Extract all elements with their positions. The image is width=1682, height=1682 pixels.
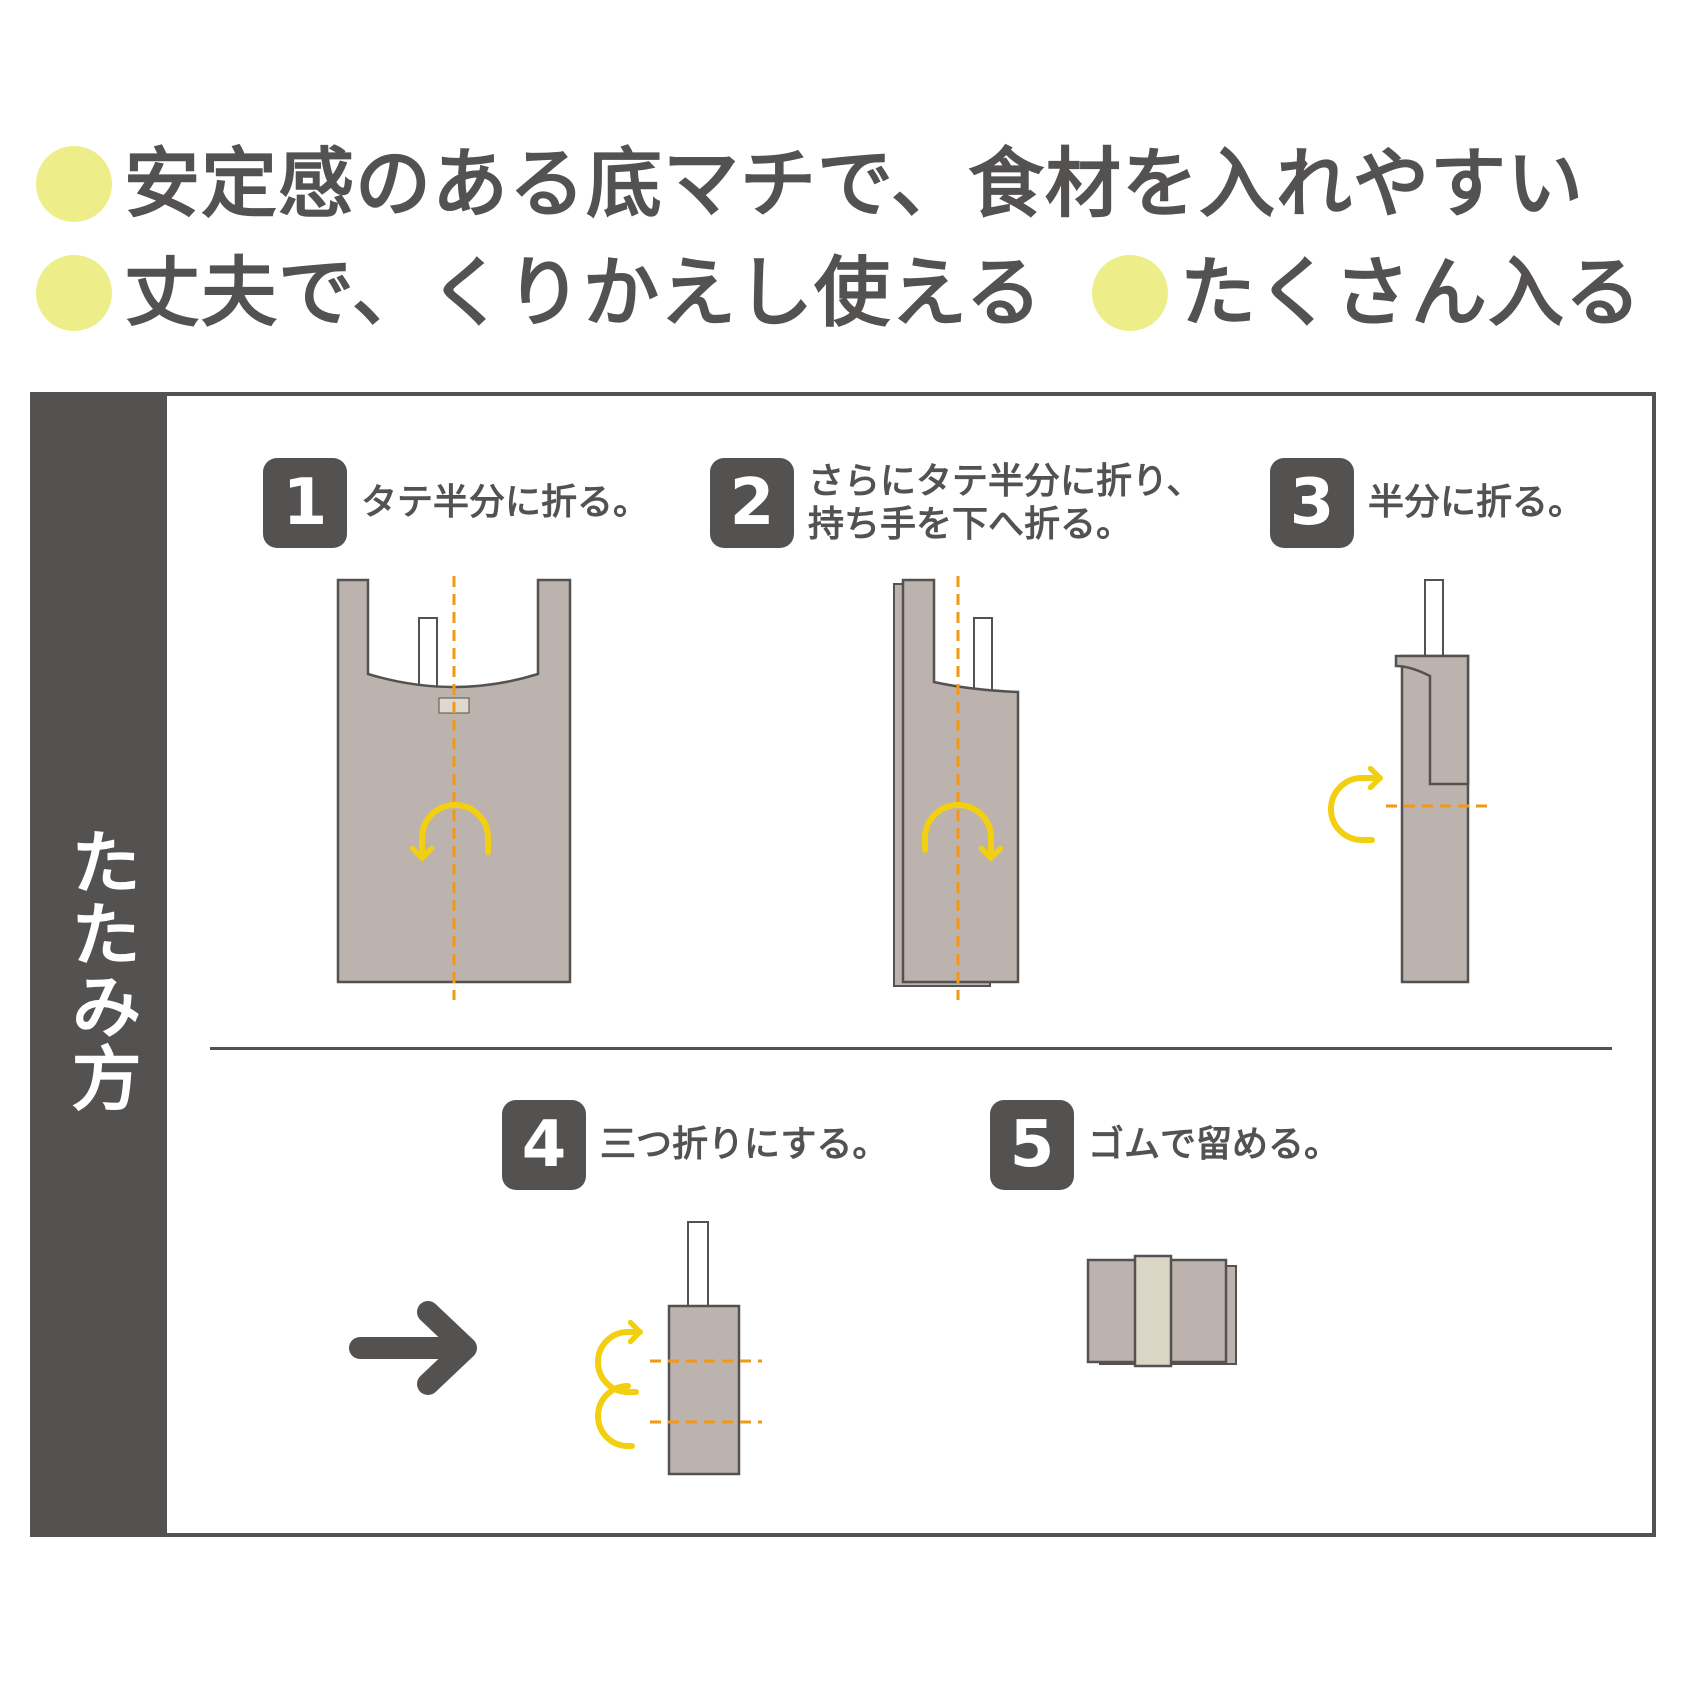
- section-divider: [210, 1047, 1612, 1050]
- step-label-line-1: さらにタテ半分に折り、: [808, 460, 1203, 502]
- bag-illustration-step4: [595, 1221, 762, 1476]
- step-1: 1 タテ半分に折る。: [263, 458, 649, 548]
- bullet-dot: [36, 146, 112, 222]
- step-number: 5: [990, 1100, 1074, 1190]
- fold-arrow-icon: [422, 802, 491, 861]
- elastic-band: [1133, 1254, 1173, 1368]
- step-3: 3 半分に折る。: [1270, 458, 1584, 548]
- bag-handle: [1424, 579, 1444, 661]
- bag-handle-tag: [418, 617, 438, 691]
- step-number: 4: [502, 1100, 586, 1190]
- bag-folded-flap: [1394, 654, 1470, 786]
- bag-handle-tag: [973, 617, 993, 691]
- fold-arrow-icon: [595, 1383, 635, 1449]
- step-label: タテ半分に折る。: [361, 482, 650, 524]
- folding-panel: たたみ方: [30, 392, 1656, 1537]
- bag-illustration-step2: [893, 576, 1020, 1000]
- step-4: 4 三つ折りにする。: [502, 1100, 888, 1190]
- bullet-dot: [36, 255, 112, 331]
- bag-illustration-step5: [1086, 1254, 1237, 1368]
- step-number: 2: [710, 458, 794, 548]
- step-label-line-2: 持ち手を下へ折る。: [808, 504, 1133, 545]
- fold-arrow-icon: [595, 1332, 643, 1395]
- right-arrow-icon: [349, 1301, 477, 1395]
- step-label: 三つ折りにする。: [600, 1124, 889, 1166]
- bullet-dot: [1092, 255, 1168, 331]
- feature-2: 丈夫で、くりかえし使える: [36, 255, 1043, 331]
- step-number: 3: [1270, 458, 1354, 548]
- step-5: 5 ゴムで留める。: [990, 1100, 1340, 1190]
- step-number: 1: [263, 458, 347, 548]
- bag-body: [901, 578, 1020, 984]
- feature-text: 安定感のある底マチで、食材を入れやすい: [124, 139, 1584, 228]
- feature-text: 丈夫で、くりかえし使える: [124, 248, 1043, 337]
- step-2: 2 さらにタテ半分に折り、 持ち手を下へ折る。: [710, 458, 1203, 548]
- step-label: 半分に折る。: [1368, 482, 1585, 524]
- feature-3: たくさん入る: [1092, 255, 1642, 331]
- bag-handle: [687, 1221, 709, 1309]
- feature-text: たくさん入る: [1180, 248, 1642, 337]
- bag-illustration-step1: [336, 576, 572, 1000]
- bag-strip: [667, 1304, 741, 1476]
- step-label: ゴムで留める。: [1088, 1124, 1341, 1166]
- panel-title: たたみ方: [60, 826, 142, 1114]
- fold-arrow-icon: [922, 802, 991, 861]
- panel-sidebar: たたみ方: [34, 396, 167, 1533]
- bag-illustration-step3: [1328, 579, 1490, 984]
- fold-arrow-icon: [1328, 778, 1383, 843]
- feature-1: 安定感のある底マチで、食材を入れやすい: [36, 146, 1584, 222]
